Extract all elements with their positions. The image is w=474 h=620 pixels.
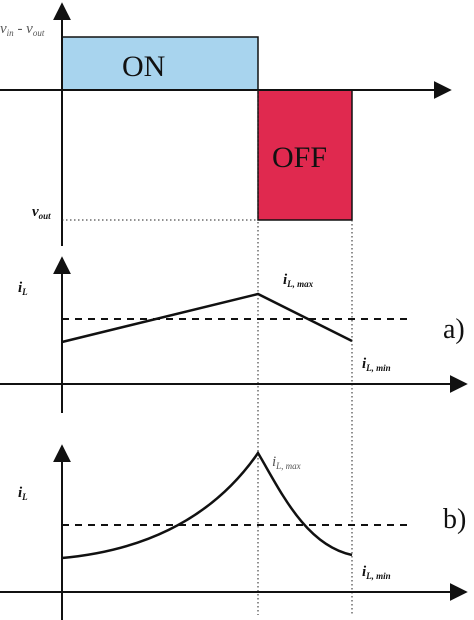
panel-b-tag: b) — [443, 504, 466, 535]
off-label: OFF — [272, 141, 327, 174]
on-label: ON — [122, 50, 165, 83]
panel-b-imax-label: iL, max — [272, 454, 301, 471]
on-interval-block — [61, 36, 259, 91]
panel-a-tag: a) — [443, 314, 465, 345]
panel-b-imin-label: iL, min — [362, 564, 391, 581]
off-interval-block — [257, 89, 353, 221]
vin-minus-vout-label: vin - vout — [0, 21, 45, 38]
panel-a-imax-label: iL, max — [283, 272, 314, 289]
panel-a-current-waveform — [61, 292, 353, 344]
voltage-panel: ON OFF vin - vout vout — [0, 2, 452, 246]
panel-b-ylabel: iL — [18, 485, 28, 502]
panel-a-imin-label: iL, min — [362, 356, 391, 373]
panel-b: iL iL, max iL, min b) — [0, 444, 468, 620]
vout-label: vout — [32, 204, 51, 221]
panel-a-ylabel: iL — [18, 280, 28, 297]
panel-a: iL iL, max iL, min a) — [0, 256, 468, 413]
panel-b-current-waveform — [61, 450, 353, 560]
